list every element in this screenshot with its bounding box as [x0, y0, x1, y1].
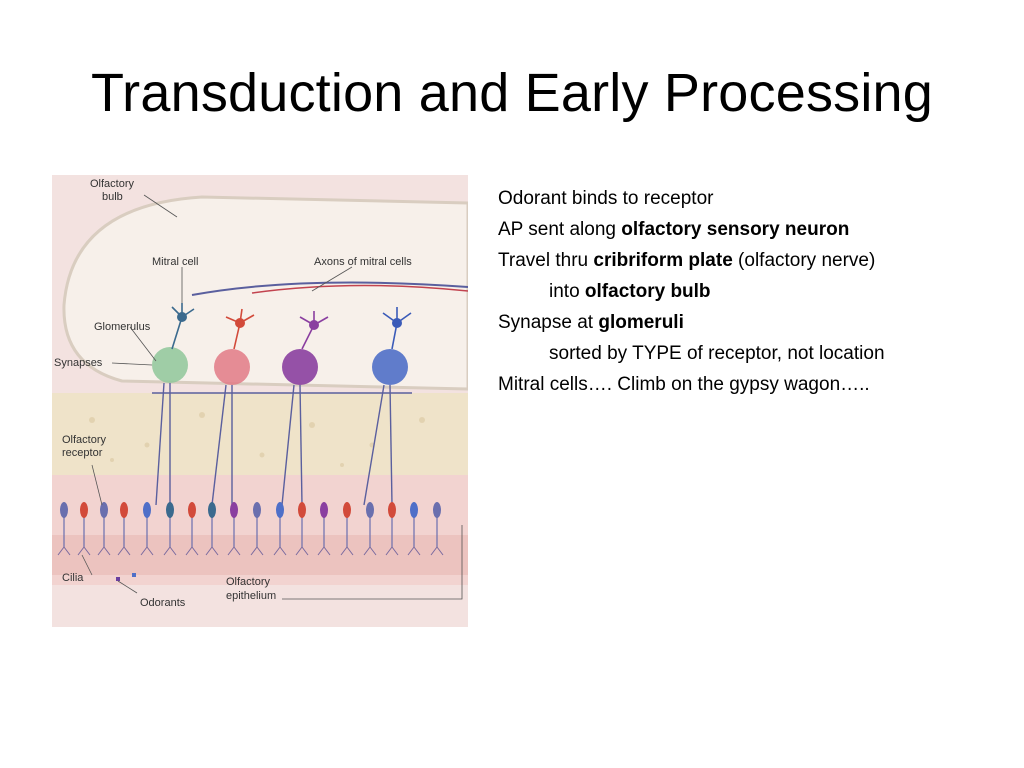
mitral-axons	[191, 281, 468, 296]
glomerulus-purple	[282, 349, 318, 385]
glomerulus-blue	[372, 349, 408, 385]
label-glomerulus: Glomerulus	[94, 321, 151, 333]
leader-lines	[81, 194, 463, 600]
olfactory-diagram: Olfactory bulb Mitral cell Axons of mitr…	[52, 175, 468, 627]
label-epithelium-1: Olfactory	[226, 576, 271, 588]
label-mitral-cell: Mitral cell	[152, 256, 198, 268]
mitral-axons-2	[251, 284, 468, 294]
label-receptor-2: receptor	[62, 447, 103, 459]
bullet-sorted: sorted by TYPE of receptor, not location	[549, 343, 885, 364]
label-synapses: Synapses	[54, 357, 103, 369]
odorant-dot-1	[116, 577, 120, 581]
label-odorants: Odorants	[140, 597, 186, 609]
bullet-odorant: Odorant binds to receptor	[498, 188, 714, 209]
olfactory-nerve-fibers	[152, 382, 412, 506]
olfactory-diagram-svg: Olfactory bulb Mitral cell Axons of mitr…	[52, 175, 468, 627]
label-cilia: Cilia	[62, 572, 84, 584]
bullet-cribriform: Travel thru cribriform plate (olfactory …	[498, 250, 876, 271]
bullet-into-bulb: into olfactory bulb	[549, 281, 711, 302]
bullet-mitral: Mitral cells…. Climb on the gypsy wagon……	[498, 374, 870, 395]
cribriform-plate	[52, 393, 468, 475]
label-olfactory-bulb-2: bulb	[102, 191, 123, 203]
slide-title: Transduction and Early Processing	[90, 63, 934, 123]
odorant-dot-2	[132, 573, 136, 577]
bullet-list: Odorant binds to receptor AP sent along …	[498, 183, 998, 400]
olfactory-bulb-shape	[62, 195, 468, 391]
label-epithelium-2: epithelium	[226, 590, 276, 602]
bullet-synapse: Synapse at glomeruli	[498, 312, 684, 333]
glomerulus-pink	[214, 349, 250, 385]
label-axons: Axons of mitral cells	[314, 256, 412, 268]
label-receptor-1: Olfactory	[62, 434, 107, 446]
bullet-ap-sent: AP sent along olfactory sensory neuron	[498, 219, 850, 240]
epithelium-base	[52, 535, 468, 575]
glomerulus-green	[152, 347, 188, 383]
label-olfactory-bulb-1: Olfactory	[90, 178, 135, 190]
olfactory-receptor-neurons	[57, 502, 444, 556]
